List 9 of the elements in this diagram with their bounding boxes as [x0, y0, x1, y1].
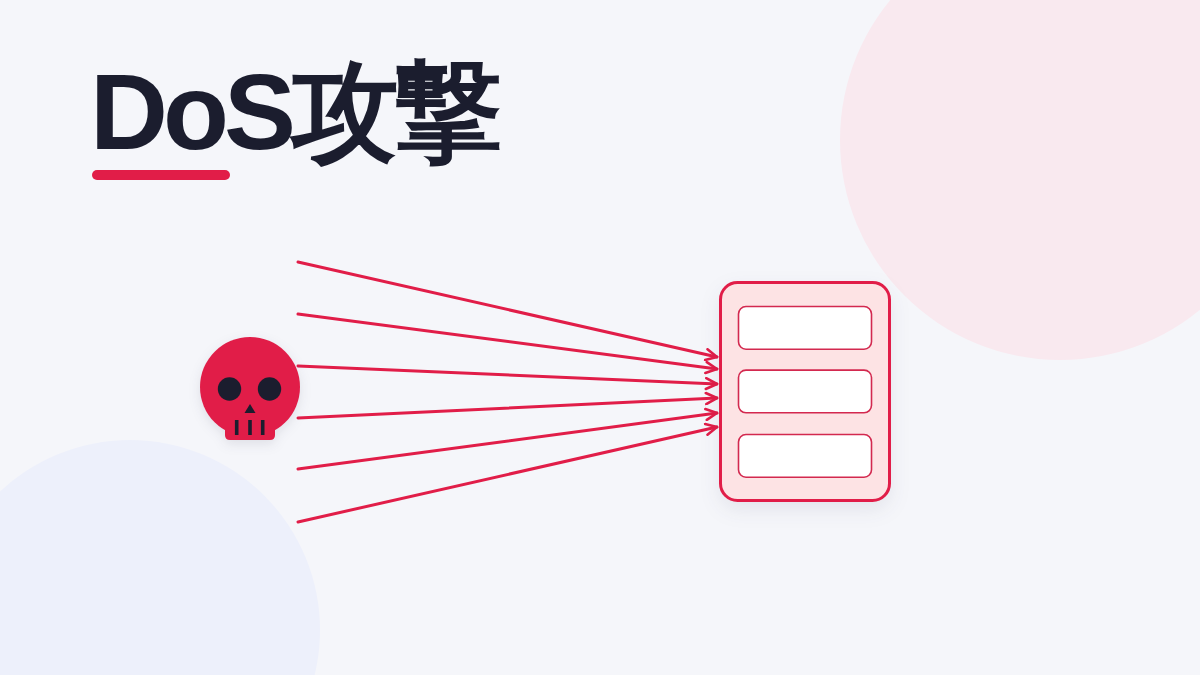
arrow	[296, 407, 719, 471]
arrow	[296, 391, 719, 420]
arrow	[296, 260, 719, 362]
arrow	[296, 312, 719, 375]
arrow	[296, 364, 719, 391]
skull-icon	[200, 337, 300, 440]
server-box	[719, 281, 891, 502]
arrow	[296, 422, 719, 524]
title: DoS攻撃	[90, 58, 497, 166]
